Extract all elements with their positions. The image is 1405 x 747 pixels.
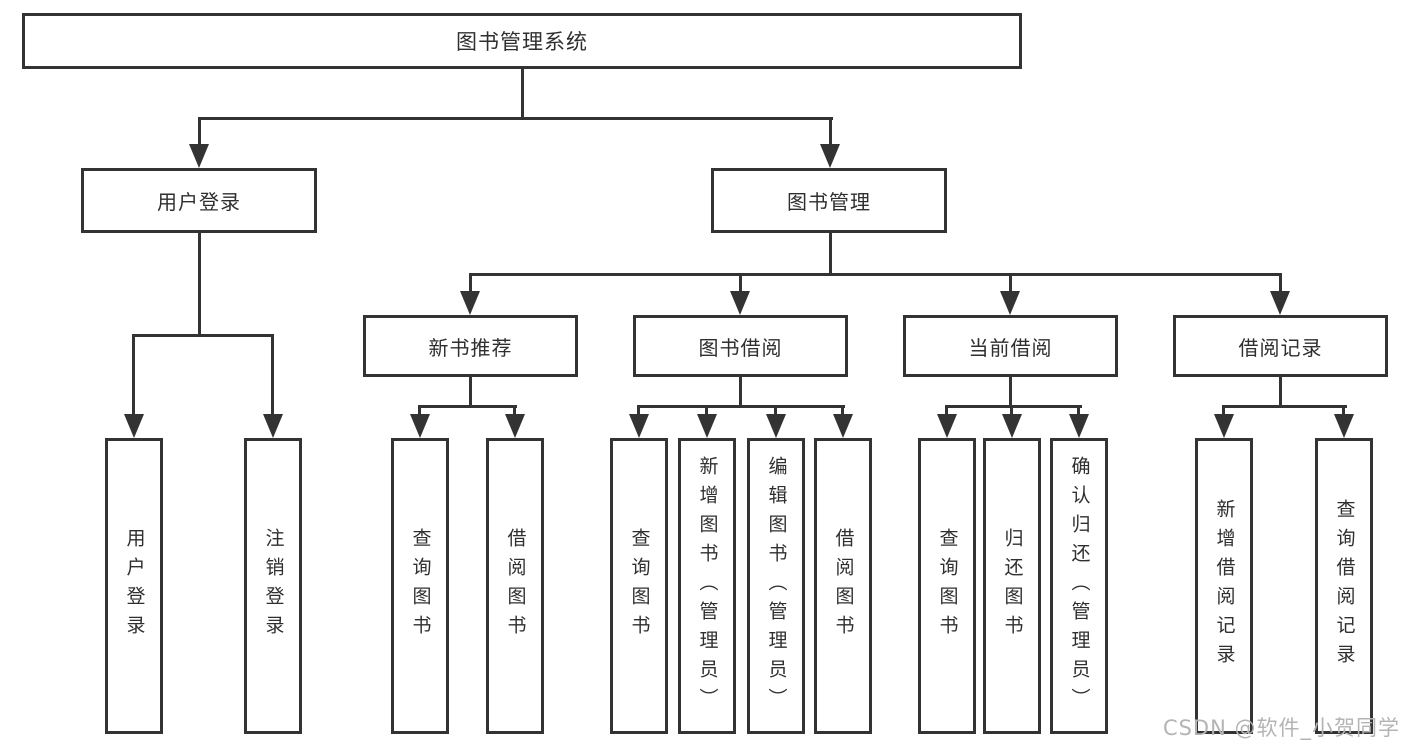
arrow-down-icon [937,414,957,438]
node-label: 借阅记录 [1238,335,1323,360]
connector-stem [637,405,640,417]
connector-bus [418,405,517,408]
connector-stem [1010,405,1013,417]
connector-bus [637,405,845,408]
connector-stem [739,273,742,293]
connector-stem [1009,273,1012,293]
arrow-down-icon [1000,291,1020,315]
connector-stem [1342,405,1345,417]
connector-trunk [1279,377,1282,408]
node-label: 确认归还（管理员） [1068,455,1091,717]
leaf-query-books-current: 查询图书 [918,438,976,734]
connector-book-mgmt-trunk [829,233,832,276]
connector-stem [198,117,201,146]
node-user-login: 用户登录 [81,168,317,233]
node-label: 编辑图书（管理员） [765,455,788,717]
connector-bus [1222,405,1347,408]
arrow-down-icon [410,414,430,438]
arrow-down-icon [1334,414,1354,438]
arrow-down-icon [263,414,283,438]
leaf-borrow-books-recommend: 借阅图书 [486,438,544,734]
connector-stem [1077,405,1080,417]
node-label: 新书推荐 [428,335,513,360]
connector-stem [271,334,274,418]
node-current-borrowing: 当前借阅 [903,315,1118,377]
node-library-management-system: 图书管理系统 [22,13,1022,69]
connector-stem [469,273,472,293]
connector-stem [774,405,777,417]
arrow-down-icon [766,414,786,438]
arrow-down-icon [629,414,649,438]
leaf-logout: 注销登录 [244,438,302,734]
leaf-query-books-recommend: 查询图书 [391,438,449,734]
node-new-book-recommend: 新书推荐 [363,315,578,377]
connector-stem [1222,405,1225,417]
node-book-borrowing: 图书借阅 [633,315,848,377]
arrow-down-icon [1214,414,1234,438]
node-label: 新增图书（管理员） [696,455,719,717]
connector-trunk [1009,377,1012,408]
connector-stem [418,405,421,417]
node-label: 图书管理 [787,190,871,214]
arrow-down-icon [124,414,144,438]
arrow-down-icon [697,414,717,438]
node-label: 图书管理系统 [456,30,588,54]
node-label: 查询借阅记录 [1333,499,1356,673]
node-book-management: 图书管理 [711,168,947,233]
arrow-down-icon [1069,414,1089,438]
csdn-watermark: CSDN @软件_小贺同学 [1162,716,1400,740]
connector-stem [945,405,948,417]
node-label: 用户登录 [157,190,241,214]
connector-root-bus [198,117,833,120]
connector-bus [945,405,1082,408]
arrow-down-icon [505,414,525,438]
leaf-add-borrow-record: 新增借阅记录 [1195,438,1253,734]
connector-user-login-trunk [198,233,201,337]
arrow-down-icon [833,414,853,438]
leaf-user-login: 用户登录 [105,438,163,734]
node-label: 当前借阅 [968,335,1053,360]
connector-stem [513,405,516,417]
connector-stem [705,405,708,417]
node-label: 归还图书 [1001,528,1024,644]
connector-stem [829,117,832,146]
node-label: 查询图书 [936,528,959,644]
connector-root-trunk [521,69,524,120]
connector-trunk [469,377,472,408]
leaf-add-books-admin: 新增图书（管理员） [678,438,736,734]
node-borrowing-records: 借阅记录 [1173,315,1388,377]
node-label: 注销登录 [262,528,285,644]
connector-stem [132,334,135,418]
arrow-down-icon [189,144,209,168]
node-label: 借阅图书 [832,528,855,644]
leaf-query-books-borrowing: 查询图书 [610,438,668,734]
leaf-confirm-return-admin: 确认归还（管理员） [1050,438,1108,734]
arrow-down-icon [820,144,840,168]
leaf-return-books: 归还图书 [983,438,1041,734]
node-label: 查询图书 [409,528,432,644]
arrow-down-icon [1270,291,1290,315]
connector-user-login-bus [132,334,274,337]
node-label: 新增借阅记录 [1213,499,1236,673]
node-label: 用户登录 [123,528,146,644]
connector-stem [1279,273,1282,293]
arrow-down-icon [460,291,480,315]
arrow-down-icon [1002,414,1022,438]
connector-trunk [739,377,742,408]
leaf-borrow-books: 借阅图书 [814,438,872,734]
connector-book-mgmt-bus [469,273,1282,276]
node-label: 查询图书 [628,528,651,644]
arrow-down-icon [730,291,750,315]
connector-stem [841,405,844,417]
leaf-query-borrow-record: 查询借阅记录 [1315,438,1373,734]
node-label: 图书借阅 [698,335,783,360]
leaf-edit-books-admin: 编辑图书（管理员） [747,438,805,734]
node-label: 借阅图书 [504,528,527,644]
